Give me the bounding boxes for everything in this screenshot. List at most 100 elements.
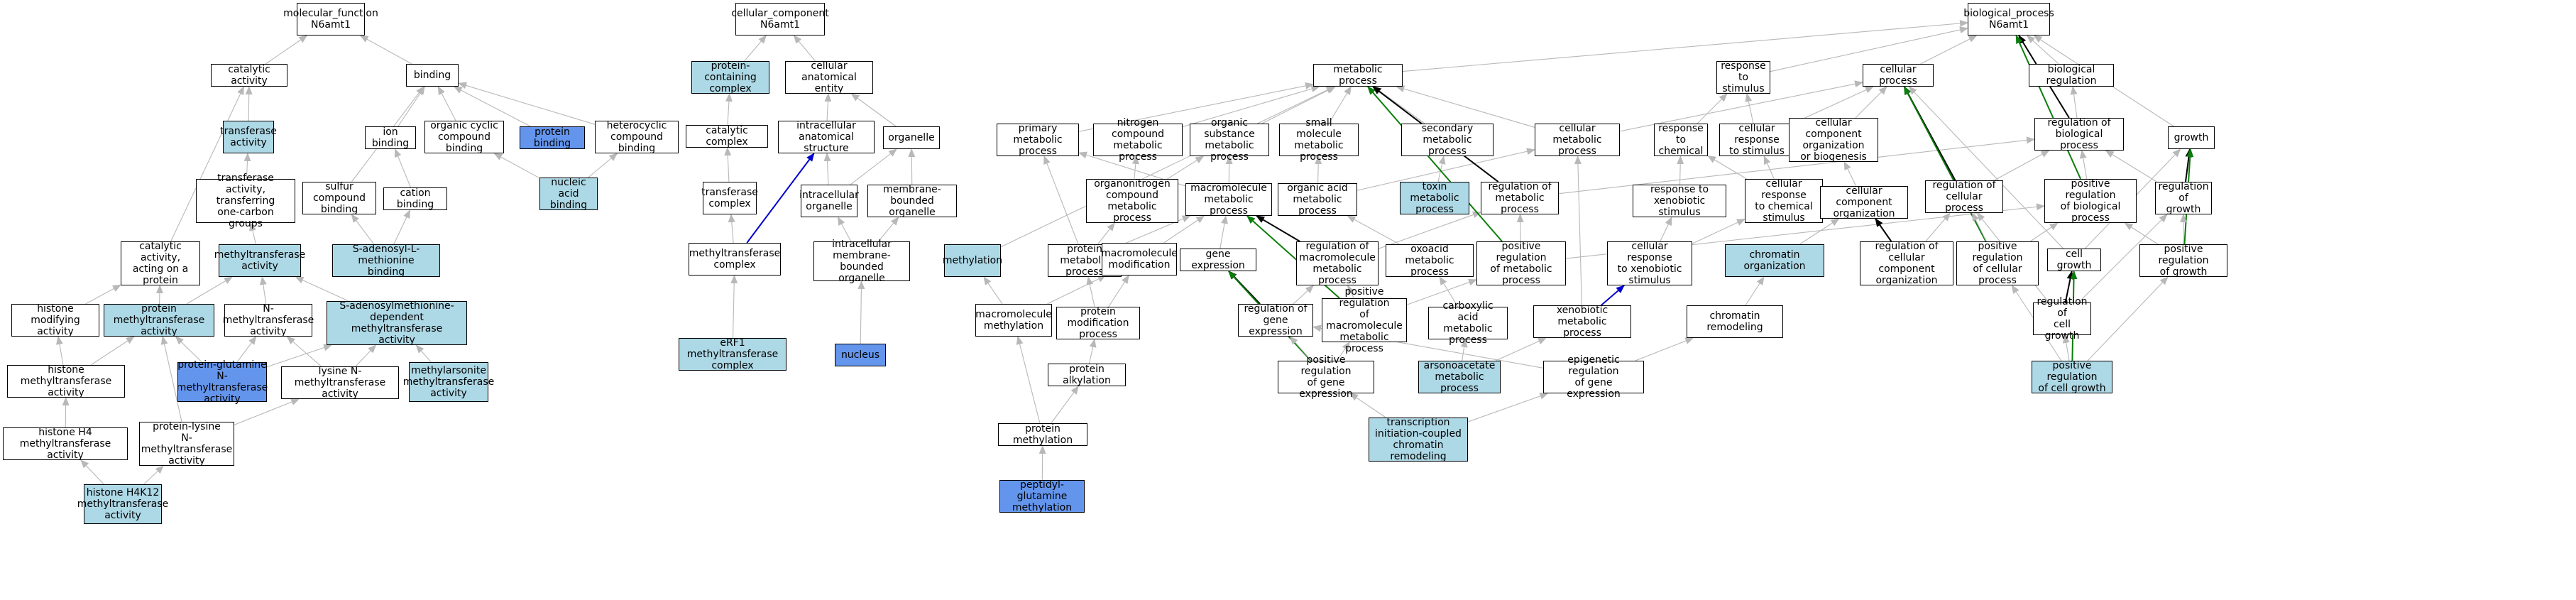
edge-chromorg-to-ccorg2 xyxy=(1799,218,1840,245)
edge-nucleus-to-intramemb xyxy=(857,280,865,344)
edge-protbind-to-binding xyxy=(453,86,531,127)
edge-methyltr-to-trans1c xyxy=(249,222,257,245)
edge-ccorg2-to-ccorg xyxy=(1843,161,1857,187)
go-term-orgcyc: organic cyclic compound binding xyxy=(424,120,504,154)
go-term-secmet: secondary metabolic process xyxy=(1401,123,1493,157)
go-term-histmod: histone modifying activity xyxy=(11,303,99,337)
edge-hetcyc-to-binding xyxy=(458,82,596,125)
edge-pepgln-to-protmeth2 xyxy=(1038,445,1046,481)
go-term-nucacid: nucleic acid binding xyxy=(539,177,598,211)
go-term-methcomplex: methyltransferase complex xyxy=(689,243,781,276)
go-term-lysn: lysine N-methyltransferase activity xyxy=(281,366,399,400)
edge-cellresp-to-cellproc xyxy=(1792,86,1874,124)
go-term-binding: binding xyxy=(406,64,459,87)
edge-membbound-to-organelle xyxy=(908,148,916,185)
go-term-arsono: arsonoacetate metabolic process xyxy=(1418,360,1501,394)
go-term-sam: S-adenosyl-L-methionine binding xyxy=(332,244,440,278)
edge-protmet-to-organonit xyxy=(1097,222,1115,245)
go-term-catcomplex: catalytic complex xyxy=(686,125,768,148)
edge-sam-to-cation xyxy=(393,209,410,245)
edge-intraorg-to-intracell xyxy=(823,153,831,185)
go-term-protbind: protein binding xyxy=(520,126,585,149)
edge-histmod-to-catprot xyxy=(85,284,121,305)
go-term-regmet: regulation of metabolic process xyxy=(1481,181,1559,215)
go-term-methyltr: methyltransferase activity xyxy=(214,244,305,277)
edge-oxoacid-to-orgacid xyxy=(1347,215,1401,245)
edge-posregmet-to-regmet xyxy=(1516,214,1524,242)
go-term-mars: methylarsonite methyltransferase activit… xyxy=(403,362,494,402)
go-term-smallmol: small molecule metabolic process xyxy=(1279,117,1359,163)
edge-protcomplex-to-cc xyxy=(744,35,767,62)
edge-methcomplex-to-intracell xyxy=(746,153,815,244)
edge-methcomplex-to-transcomplex xyxy=(728,214,735,244)
edge-mars-to-samdep xyxy=(415,344,432,363)
go-term-protcomplex: protein-containing complex xyxy=(691,60,769,94)
edge-organelle-to-cellanat xyxy=(850,93,897,127)
go-term-regcellgrowth: regulation of cell growth xyxy=(2033,296,2091,342)
go-term-geneexp: gene expression xyxy=(1180,249,1256,271)
edge-toxin-to-secmet xyxy=(1437,156,1446,182)
edge-samdep-to-methyltr xyxy=(295,276,349,302)
edge-transferase-to-catact xyxy=(245,86,253,121)
edge-protmeth2-to-macrometh xyxy=(1016,336,1041,424)
edge-cellrespchem-to-cellresp xyxy=(1763,156,1775,180)
edge-respchem-to-resp xyxy=(1697,93,1728,124)
edge-pqn-to-samdep xyxy=(266,344,333,368)
edge-posregcell-to-cellproc xyxy=(1903,86,1987,242)
edge-cellproc-to-bp xyxy=(1920,35,1978,65)
edge-xenomet-to-cellmet xyxy=(1574,156,1582,306)
edge-resp-to-bp xyxy=(1770,26,1968,72)
edge-orgacid-to-cellmet xyxy=(1356,148,1535,191)
go-term-intracell: intracellular anatomical structure xyxy=(778,120,875,154)
go-term-regccorg: regulation of cellular component organiz… xyxy=(1860,241,1953,286)
go-term-txinit: transcription initiation-coupled chromat… xyxy=(1369,417,1468,462)
edge-cellgrowth-to-cellproc xyxy=(1908,86,2064,249)
edge-nmeth-to-methyltr xyxy=(259,276,267,305)
edge-txinit-to-posreggene xyxy=(1349,393,1386,418)
go-term-trans1c: transferase activity, transferring one-c… xyxy=(196,173,295,229)
go-term-transcomplex: transferase complex xyxy=(701,182,758,214)
go-term-pqn: protein-glutamine N-methyltransferase ac… xyxy=(176,359,268,405)
edge-posregcell-to-regcell xyxy=(1972,212,1987,242)
go-term-nmeth: N-methyltransferase activity xyxy=(222,303,314,337)
edge-intracell-to-cellanat xyxy=(824,93,832,121)
go-term-chromremod: chromatin remodeling xyxy=(1687,305,1783,338)
edge-cellrespxeno-to-cellrespchem xyxy=(1692,219,1745,244)
edge-catcomplex-to-protcomplex xyxy=(725,93,733,126)
go-term-h4k12: histone H4K12 methyltransferase activity xyxy=(77,484,168,524)
edge-regcellgrowth-to-reggrowth xyxy=(2078,214,2168,303)
edge-protmeth-to-methyltr xyxy=(186,276,233,305)
go-term-protalk: protein alkylation xyxy=(1048,364,1126,386)
go-term-cc: cellular_component N6amt1 xyxy=(731,3,829,36)
edge-regmacro-to-regmet xyxy=(1378,211,1481,249)
edge-intramemb-to-intraorg xyxy=(837,217,852,242)
edge-arsono-to-carbox xyxy=(1460,339,1468,361)
go-term-cellresp: cellular response to stimulus xyxy=(1719,123,1794,157)
go-term-cellmet: cellular metabolic process xyxy=(1535,123,1620,157)
go-term-mf: molecular_function N6amt1 xyxy=(283,3,378,36)
go-term-ccorg: cellular component organization or bioge… xyxy=(1789,117,1878,163)
edge-posregmet-to-metproc xyxy=(1367,86,1503,242)
go-term-transferase: transferase activity xyxy=(220,121,277,153)
edge-macromod-to-macromet xyxy=(1163,215,1205,244)
go-term-protmod: protein modification process xyxy=(1056,306,1140,340)
edge-respxeno-to-respchem xyxy=(1677,156,1684,185)
edge-posregbio-to-bp xyxy=(2015,35,2081,180)
edge-transcomplex-to-catcomplex xyxy=(724,147,732,182)
go-term-macrometh: macromolecule methylation xyxy=(975,304,1052,337)
edge-pqn-to-protmeth xyxy=(175,336,202,363)
edge-nitro-to-metproc xyxy=(1182,85,1320,128)
go-term-organonit: organonitrogen compound metabolic proces… xyxy=(1086,178,1178,224)
edge-h4k12-to-plysn xyxy=(143,465,164,485)
edge-protmod-to-protmet xyxy=(1086,276,1095,307)
go-term-hetcyc: heterocyclic compound binding xyxy=(595,120,679,154)
edge-erf1-to-methcomplex xyxy=(730,275,738,339)
go-term-cellgrowth: cell growth xyxy=(2047,249,2101,271)
edge-regmacro-to-macromet xyxy=(1256,215,1300,242)
go-term-cellproc: cellular process xyxy=(1863,64,1934,87)
edge-protmod-to-macromod xyxy=(1108,275,1129,307)
go-term-reggrowth: regulation of growth xyxy=(2155,181,2212,215)
edge-macrometh-to-methylation xyxy=(983,276,1003,305)
go-term-regcell: regulation of cellular process xyxy=(1925,180,2003,214)
edge-posreggene-to-posregmacro xyxy=(1337,342,1350,361)
